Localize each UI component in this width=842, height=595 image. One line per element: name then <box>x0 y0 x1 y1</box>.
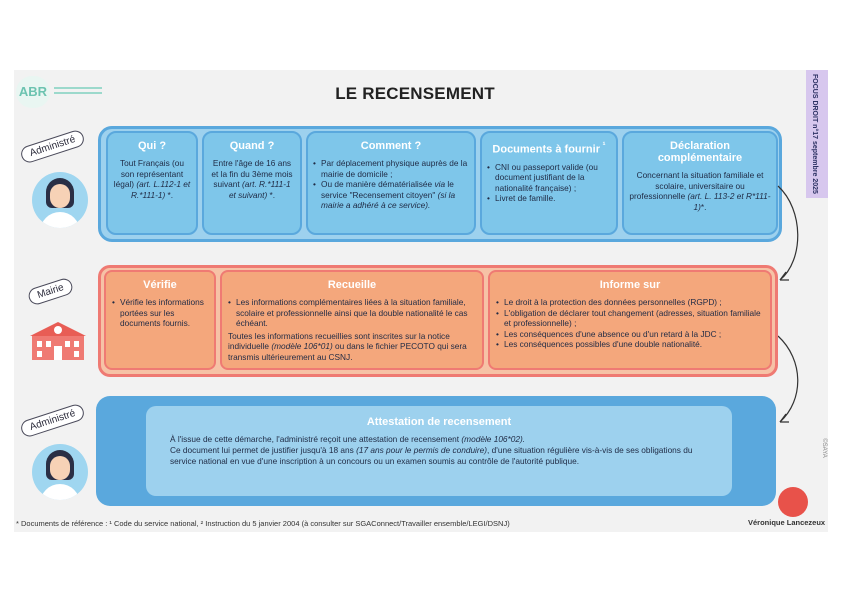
box-quand: Quand ? Entre l'âge de 16 ans et la fin … <box>202 131 302 235</box>
informe-item: Les conséquences d'une absence ou d'un r… <box>496 329 764 340</box>
avatar-administre-bottom <box>32 444 88 500</box>
box-qui-title: Qui ? <box>137 140 167 152</box>
informe-item: Le droit à la protection des données per… <box>496 297 764 308</box>
box-recueille: Recueille Les informations complémentair… <box>220 270 484 370</box>
box-informe-list: Le droit à la protection des données per… <box>496 297 764 350</box>
box-quand-title: Quand ? <box>229 140 275 152</box>
box-documents-title: Documents à fournir ¹ <box>492 140 606 156</box>
recueille-item-1: Les informations complémentaires liées à… <box>228 297 476 329</box>
box-documents-list: CNI ou passeport valide (ou document jus… <box>487 162 611 204</box>
verifie-item-1: Vérifie les informations portées sur les… <box>112 297 208 329</box>
box-recueille-title: Recueille <box>327 279 377 291</box>
box-comment-title: Comment ? <box>360 140 422 152</box>
informe-item: L'obligation de déclarer tout changement… <box>496 308 764 329</box>
box-qui-text: Tout Français (ou son représentant légal… <box>113 158 191 200</box>
box-comment-list: Par déplacement physique auprès de la ma… <box>313 158 469 211</box>
author-name: Véronique Lancezeux <box>748 518 826 527</box>
box-informe-title: Informe sur <box>599 279 661 291</box>
comment-item-1: Par déplacement physique auprès de la ma… <box>313 158 469 179</box>
avatar-administre-top <box>32 172 88 228</box>
focus-label: FOCUS DROIT n°17 septembre 2025 <box>811 74 818 194</box>
page-title: LE RECENSEMENT <box>335 84 495 103</box>
footnote: * Documents de référence : ¹ Code du ser… <box>16 519 510 528</box>
box-attestation: Attestation de recensement À l'issue de … <box>146 406 732 496</box>
box-verifie-list: Vérifie les informations portées sur les… <box>112 297 208 329</box>
box-recueille-list: Les informations complémentaires liées à… <box>228 297 476 329</box>
attestation-line-2: Ce document lui permet de justifier jusq… <box>170 444 693 466</box>
recueille-paragraph: Toutes les informations recueillies sont… <box>228 330 467 362</box>
abr-logo: ABR <box>16 76 50 108</box>
informe-item: Les conséquences possibles d'une double … <box>496 339 764 350</box>
box-declaration-title: Déclaration complémentaire <box>657 140 743 164</box>
focus-ribbon <box>806 70 828 198</box>
illustrator-signature: ©SAYA <box>820 438 827 458</box>
box-verifie-title: Vérifie <box>143 279 177 291</box>
box-comment: Comment ? Par déplacement physique auprè… <box>306 131 476 235</box>
box-documents: Documents à fournir ¹ CNI ou passeport v… <box>480 131 618 235</box>
logo-subtitle-lines <box>54 84 102 100</box>
box-declaration: Déclaration complémentaire Concernant la… <box>622 131 778 235</box>
box-verifie: Vérifie Vérifie les informations portées… <box>104 270 216 370</box>
comment-item-2: Ou de manière dématérialisée via le serv… <box>313 179 469 211</box>
box-declaration-text: Concernant la situation familiale et sco… <box>629 170 771 212</box>
documents-item-1: CNI ou passeport valide (ou document jus… <box>487 162 611 194</box>
documents-item-2: Livret de famille. <box>487 193 611 204</box>
author-avatar <box>778 487 808 517</box>
arrow-to-mairie <box>777 185 799 281</box>
box-informe: Informe sur Le droit à la protection des… <box>488 270 772 370</box>
attestation-line-1: À l'issue de cette démarche, l'administr… <box>170 434 526 444</box>
box-quand-text: Entre l'âge de 16 ans et la fin du 3ème … <box>211 158 293 200</box>
box-qui: Qui ? Tout Français (ou son représentant… <box>106 131 198 235</box>
attestation-title: Attestation de recensement <box>366 416 512 428</box>
arrow-to-administre <box>777 335 799 423</box>
town-hall-icon <box>30 322 86 360</box>
